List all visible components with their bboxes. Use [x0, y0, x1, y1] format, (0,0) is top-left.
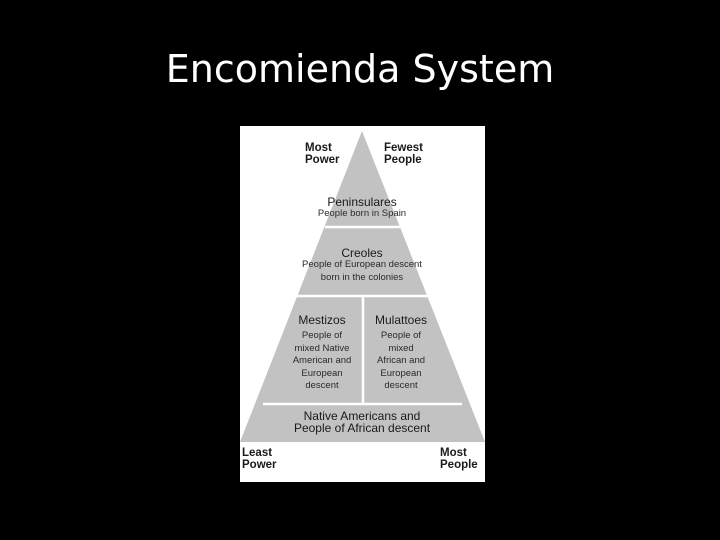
tier-base: Native Americans and People of African d… [293, 409, 431, 435]
label-least-power: Least Power [242, 447, 277, 471]
tier-peninsulares-description: People born in Spain [317, 208, 407, 219]
tier-creoles-name: Creoles [341, 246, 383, 260]
tier-creoles: Creoles People of European descent born … [282, 247, 442, 284]
pyramid-graphic [240, 131, 485, 442]
label-most-people: Most People [440, 447, 478, 471]
tier-peninsulares-name: Peninsulares [327, 195, 397, 209]
tier-mestizos: Mestizos People of mixed Native American… [284, 314, 360, 393]
slide-title: Encomienda System [165, 47, 555, 91]
label-most-power: Most Power [305, 142, 340, 166]
label-fewest-people: Fewest People [384, 142, 423, 166]
tier-mulattoes: Mulattoes People of mixed African and Eu… [365, 314, 437, 393]
tier-mulattoes-name: Mulattoes [374, 313, 428, 327]
pyramid-diagram: Most Power Fewest People Peninsulares Pe… [240, 126, 485, 482]
pyramid-shape [240, 131, 485, 442]
tier-peninsulares: Peninsulares People born in Spain [292, 196, 432, 221]
tier-mestizos-name: Mestizos [298, 313, 346, 327]
